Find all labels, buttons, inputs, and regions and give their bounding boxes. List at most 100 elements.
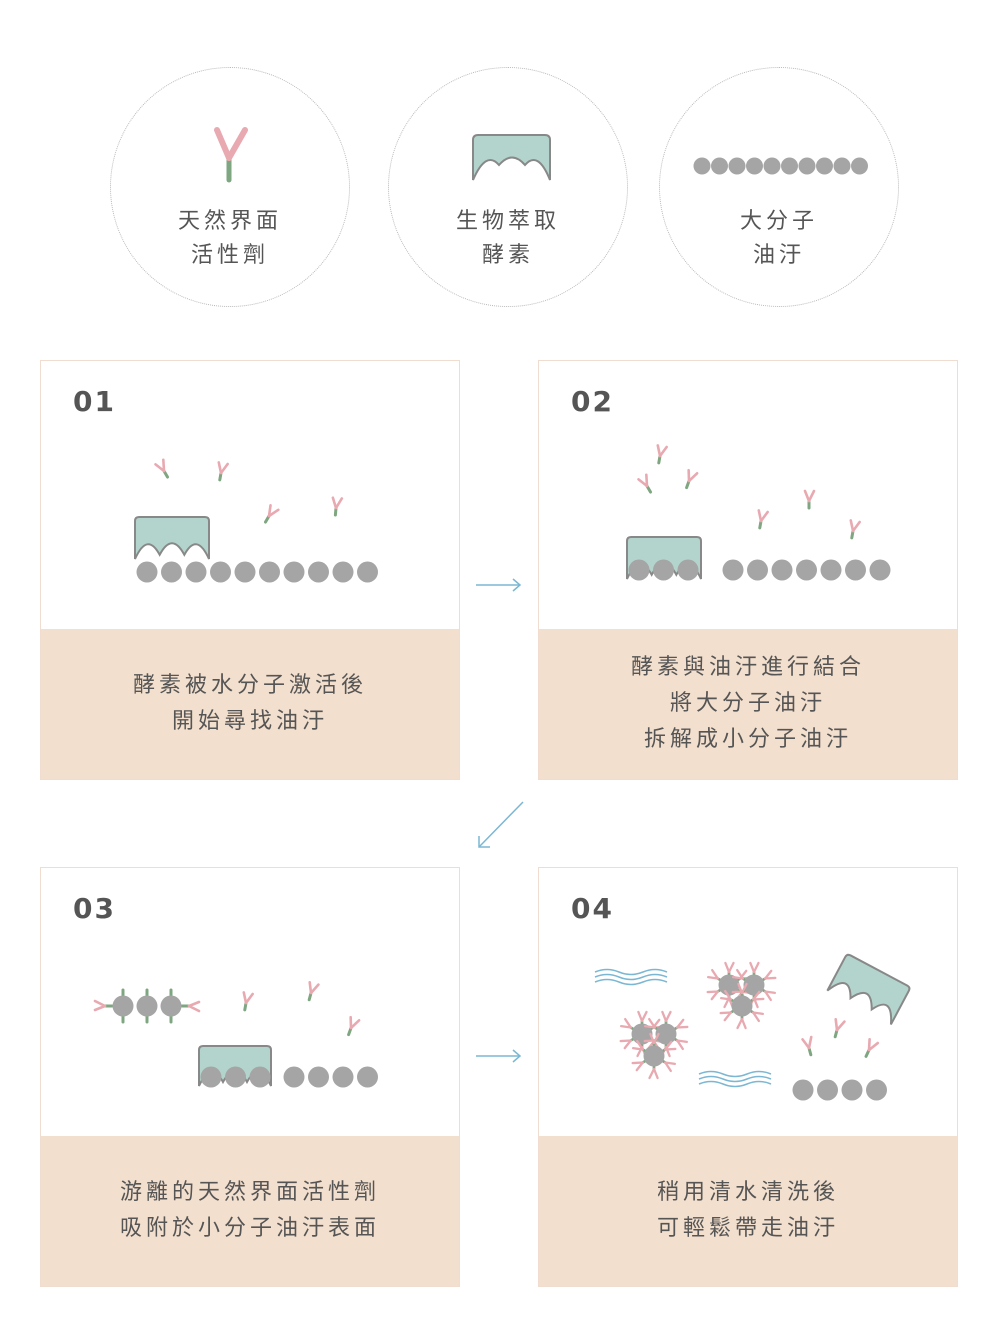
surfactant-molecule bbox=[833, 1018, 846, 1039]
oil-molecule bbox=[820, 559, 842, 581]
step-number: 03 bbox=[73, 892, 116, 925]
arrow-down-left-icon bbox=[478, 801, 524, 848]
enzyme bbox=[134, 516, 210, 560]
surfactant-molecule bbox=[307, 981, 320, 1002]
step-02-illustration bbox=[626, 444, 891, 581]
caption-line: 吸附於小分子油汙表面 bbox=[119, 1216, 380, 1241]
oil-molecule bbox=[845, 559, 866, 581]
oil-molecule bbox=[631, 1023, 653, 1045]
oil-molecule bbox=[763, 157, 781, 175]
oil-molecule bbox=[112, 995, 134, 1017]
oil-molecule bbox=[866, 1079, 887, 1101]
legend-oil: 大分子 油汙 bbox=[659, 67, 899, 307]
surfactant-molecule bbox=[801, 1035, 813, 1057]
legend-enzyme: 生物萃取 酵素 bbox=[388, 67, 628, 307]
arrow-right-icon bbox=[476, 578, 522, 592]
oil-molecule bbox=[234, 561, 256, 583]
oil-molecule bbox=[718, 974, 740, 996]
legend-label-line1: 天然界面 bbox=[177, 209, 282, 234]
caption-line: 稍用清水清洗後 bbox=[656, 1180, 839, 1205]
oil-chain-icon bbox=[693, 157, 868, 175]
surfactant-molecule bbox=[242, 991, 254, 1012]
oil-molecule bbox=[693, 157, 711, 175]
oil-molecule bbox=[357, 561, 378, 583]
oil-molecule bbox=[841, 1079, 863, 1101]
oil-molecule bbox=[817, 1079, 838, 1101]
step-03-illustration bbox=[93, 981, 378, 1088]
legend-label-line1: 大分子 bbox=[739, 209, 818, 234]
legend-label-line2: 酵素 bbox=[481, 243, 534, 268]
wrapped-oil-molecule bbox=[631, 1032, 677, 1080]
caption-line: 酵素被水分子激活後 bbox=[132, 673, 367, 698]
step-caption: 稍用清水清洗後 可輕鬆帶走油汙 bbox=[539, 1136, 957, 1286]
caption-line: 游離的天然界面活性劑 bbox=[119, 1180, 380, 1205]
oil-molecule bbox=[711, 157, 728, 175]
oil-molecule bbox=[771, 559, 793, 581]
enzyme bbox=[826, 953, 911, 1025]
oil-molecule bbox=[792, 1079, 814, 1101]
arrow-right-icon bbox=[476, 1049, 522, 1063]
oil-molecule bbox=[628, 559, 650, 581]
oil-molecule bbox=[653, 559, 674, 581]
oil-molecule bbox=[283, 1066, 305, 1088]
water-waves bbox=[594, 968, 668, 986]
step-card-04: 04 稍用清水清洗後 可輕鬆帶走油汙 bbox=[538, 867, 958, 1287]
oil-molecule bbox=[161, 561, 182, 583]
oil-chain bbox=[283, 1066, 378, 1088]
oil-molecule bbox=[851, 157, 868, 175]
surfactant-molecule bbox=[180, 1000, 201, 1013]
wrapped-oil-molecule bbox=[719, 982, 765, 1030]
oil-chain bbox=[792, 1079, 887, 1101]
oil-molecule bbox=[332, 561, 354, 583]
oil-molecule bbox=[308, 561, 329, 583]
oil-molecule bbox=[722, 559, 744, 581]
step-04-illustration bbox=[594, 953, 911, 1101]
caption-line: 將大分子油汙 bbox=[669, 691, 826, 716]
surfactant-molecule bbox=[803, 489, 816, 510]
surfactant-molecule bbox=[154, 458, 169, 479]
oil-molecule bbox=[781, 157, 798, 175]
oil-molecule bbox=[210, 561, 231, 583]
surfactant-icon bbox=[214, 127, 248, 183]
oil-molecule bbox=[746, 157, 763, 175]
surfactant-molecule bbox=[331, 496, 344, 517]
oil-molecule bbox=[308, 1066, 329, 1088]
oil-molecule bbox=[677, 559, 699, 581]
step-card-03: 03 游離的天然界面活性劑 吸附於小分子油汙表面 bbox=[40, 867, 460, 1287]
oil-molecule bbox=[833, 157, 851, 175]
surfactant-molecule bbox=[93, 999, 114, 1012]
water-waves bbox=[698, 1070, 772, 1088]
legend-label-line2: 油汙 bbox=[752, 243, 805, 268]
oil-molecule bbox=[200, 1066, 222, 1088]
surfactant-molecule bbox=[685, 468, 699, 490]
oil-molecule bbox=[249, 1066, 271, 1088]
wrapped-oil-molecule bbox=[643, 1010, 689, 1058]
oil-chain bbox=[200, 1066, 271, 1088]
step-number: 04 bbox=[571, 892, 614, 925]
oil-chain bbox=[693, 157, 868, 175]
oil-molecule bbox=[643, 1045, 665, 1067]
legend-label-line2: 活性劑 bbox=[190, 243, 269, 268]
step-caption: 游離的天然界面活性劑 吸附於小分子油汙表面 bbox=[41, 1136, 459, 1286]
surfactant-molecule bbox=[656, 444, 668, 465]
oil-molecule bbox=[869, 559, 891, 581]
oil-molecule bbox=[283, 561, 305, 583]
enzyme-icon bbox=[472, 134, 551, 181]
caption-line: 可輕鬆帶走油汙 bbox=[656, 1216, 839, 1241]
oil-molecule bbox=[259, 561, 280, 583]
oil-molecule bbox=[136, 561, 158, 583]
oil-molecule bbox=[185, 561, 207, 583]
step-card-02: 02 酵素與油汙進行結合 將大分子油汙 拆解成小分子油汙 bbox=[538, 360, 958, 780]
oil-molecule bbox=[798, 157, 816, 175]
oil-molecule bbox=[357, 1066, 378, 1088]
oil-molecule bbox=[160, 995, 182, 1017]
oil-molecule bbox=[332, 1066, 354, 1088]
step-card-01: 01 酵素被水分子激活後 開始尋找油汙 bbox=[40, 360, 460, 780]
surfactant-molecule bbox=[217, 461, 229, 482]
oil-molecule bbox=[747, 559, 768, 581]
surfactant-molecule bbox=[864, 1037, 880, 1058]
step-number: 01 bbox=[73, 385, 116, 418]
step-caption: 酵素與油汙進行結合 將大分子油汙 拆解成小分子油汙 bbox=[539, 629, 957, 779]
surfactant-molecule bbox=[347, 1015, 361, 1037]
surfactant-molecule bbox=[757, 509, 769, 530]
